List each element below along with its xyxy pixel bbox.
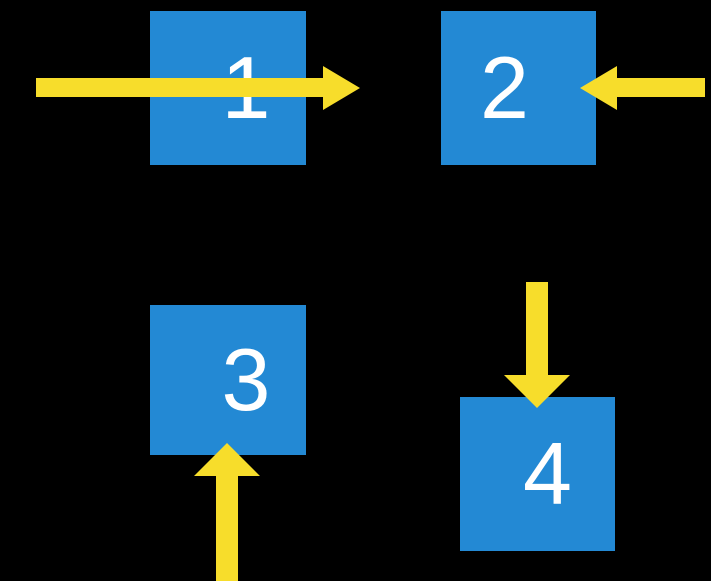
node-label-3: 3 xyxy=(221,330,271,429)
arrow-down-into-node-4[interactable] xyxy=(504,282,570,408)
node-label-2: 2 xyxy=(480,38,529,137)
node-box-4[interactable]: 4 xyxy=(460,397,615,551)
arrow-right-into-node-1[interactable] xyxy=(36,66,360,110)
arrow-up-into-node-3[interactable] xyxy=(194,443,260,581)
node-box-3[interactable]: 3 xyxy=(150,305,306,455)
node-label-4: 4 xyxy=(523,424,572,523)
node-box-2[interactable]: 2 xyxy=(441,11,596,165)
arrow-left-into-node-2[interactable] xyxy=(580,66,705,110)
